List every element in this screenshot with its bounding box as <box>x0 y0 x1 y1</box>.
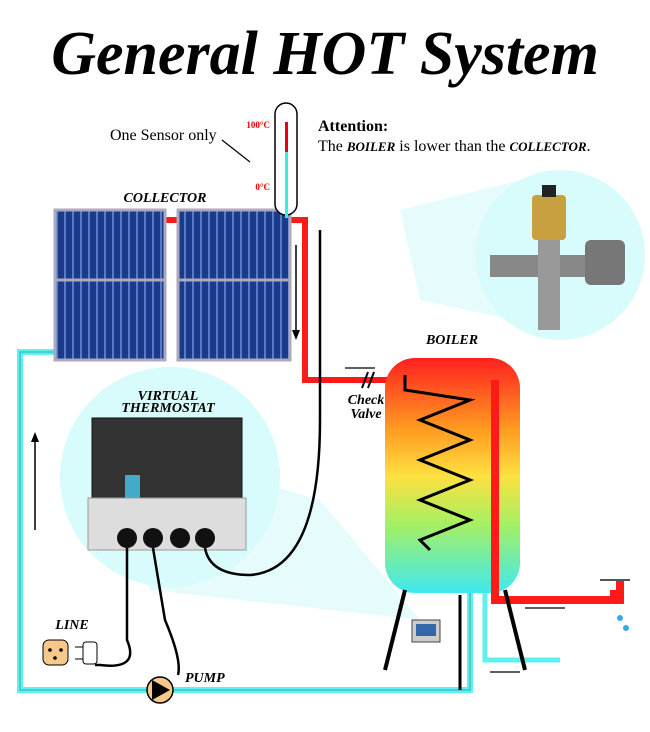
line-label: LINE <box>54 618 88 633</box>
cold-inlet-pipe <box>482 590 560 663</box>
power-socket-icon <box>42 639 98 666</box>
line-cable <box>95 548 132 667</box>
sensor-cable <box>203 230 322 577</box>
attention-heading: Attention: <box>318 118 388 135</box>
thermometer-icon <box>274 102 298 218</box>
collector-panel-2 <box>176 208 292 362</box>
pump-label: PUMP <box>185 671 225 686</box>
page-title: General HOT System <box>51 20 599 88</box>
check-valve-icon <box>361 371 375 389</box>
air-valve-icon <box>490 185 625 330</box>
faucet-icon <box>600 579 630 631</box>
collector-label: COLLECTOR <box>124 191 207 206</box>
thermometer-min-label: 0°C <box>255 182 270 192</box>
collector-panel-1 <box>53 208 167 362</box>
pump-cable <box>151 547 180 676</box>
check-valve-label-2: Valve <box>350 407 381 422</box>
boiler-label: BOILER <box>425 333 478 348</box>
sensor-note: One Sensor only <box>110 127 217 144</box>
thermometer-max-label: 100°C <box>246 120 270 130</box>
sensor-arrow <box>221 139 251 163</box>
controller-display-icon <box>411 619 441 643</box>
virtual-thermostat-box <box>87 417 247 551</box>
check-valve-label-1: Check <box>348 393 385 408</box>
attention-text: The BOILER is lower than the COLLECTOR. <box>318 138 591 155</box>
pump-icon <box>146 676 174 704</box>
thermostat-label-2: THERMOSTAT <box>121 401 216 416</box>
thermostat-label-1: VIRTUAL <box>138 389 199 404</box>
